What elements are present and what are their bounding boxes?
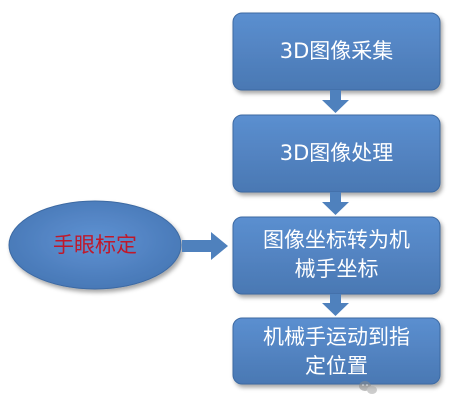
- arrow-down-1: [322, 90, 349, 113]
- arrow-down-3: [322, 294, 349, 316]
- label-robot-move-line1: 机械手运动到指: [263, 325, 410, 349]
- label-3d-image-acquisition: 3D图像采集: [279, 39, 394, 63]
- box-robot-move: [232, 317, 441, 385]
- label-hand-eye-calibration: 手眼标定: [53, 233, 137, 257]
- ellipse-hand-eye-calibration: [8, 200, 182, 290]
- arrow-down-2: [322, 192, 349, 215]
- label-coordinate-conversion-line2: 械手坐标: [294, 257, 379, 281]
- wechat-logo-icon: [359, 381, 377, 394]
- label-coordinate-conversion-line1: 图像坐标转为机: [263, 228, 410, 252]
- label-3d-image-processing: 3D图像处理: [279, 141, 394, 165]
- arrow-right-calibration: [182, 232, 228, 260]
- label-robot-move-line2: 定位置: [305, 354, 368, 378]
